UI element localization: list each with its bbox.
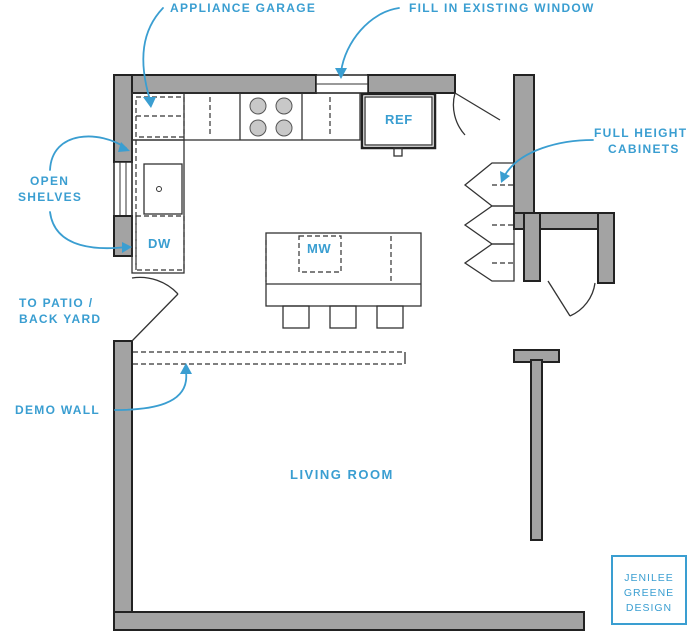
- full-height-cabinets: [463, 162, 515, 282]
- label-patio-line2: BACK YARD: [19, 312, 101, 326]
- designer-logo: JENILEE GREENE DESIGN: [611, 555, 687, 625]
- label-fill-window: FILL IN EXISTING WINDOW: [409, 1, 595, 15]
- label-full-height-line1: FULL HEIGHT: [594, 126, 687, 140]
- label-demo-wall: DEMO WALL: [15, 403, 100, 417]
- label-appliance-garage: APPLIANCE GARAGE: [170, 1, 316, 15]
- annotation-arrows: [49, 7, 594, 411]
- open-shelves-wall: [113, 161, 133, 217]
- demo-wall-outline: [133, 351, 406, 365]
- wall-top-right: [367, 74, 456, 94]
- doors: [131, 92, 596, 342]
- fixture-labels: REF DW MW: [148, 112, 413, 256]
- wall-right-closet: [597, 212, 615, 284]
- counters: [131, 92, 361, 274]
- island: [265, 232, 422, 329]
- logo-line1: JENILEE: [624, 572, 674, 584]
- refrigerator: [360, 92, 437, 157]
- wall-right-lower: [523, 212, 541, 282]
- label-patio-line1: TO PATIO /: [19, 296, 93, 310]
- wall-bottom: [113, 611, 585, 631]
- wall-left-lower: [113, 340, 133, 631]
- logo-line2: GREENE: [624, 587, 674, 599]
- walls: [113, 74, 615, 631]
- label-ref: REF: [385, 112, 413, 127]
- label-full-height-line2: CABINETS: [608, 142, 680, 156]
- label-mw: MW: [307, 241, 331, 256]
- annotations: APPLIANCE GARAGE FILL IN EXISTING WINDOW…: [15, 1, 687, 482]
- wall-right-upper: [513, 74, 535, 216]
- label-dw: DW: [148, 236, 171, 251]
- label-living-room: LIVING ROOM: [290, 467, 394, 482]
- label-open-shelves-line1: OPEN: [30, 174, 69, 188]
- logo-line3: DESIGN: [626, 602, 672, 614]
- label-open-shelves-line2: SHELVES: [18, 190, 82, 204]
- t-wall-stem: [530, 359, 543, 541]
